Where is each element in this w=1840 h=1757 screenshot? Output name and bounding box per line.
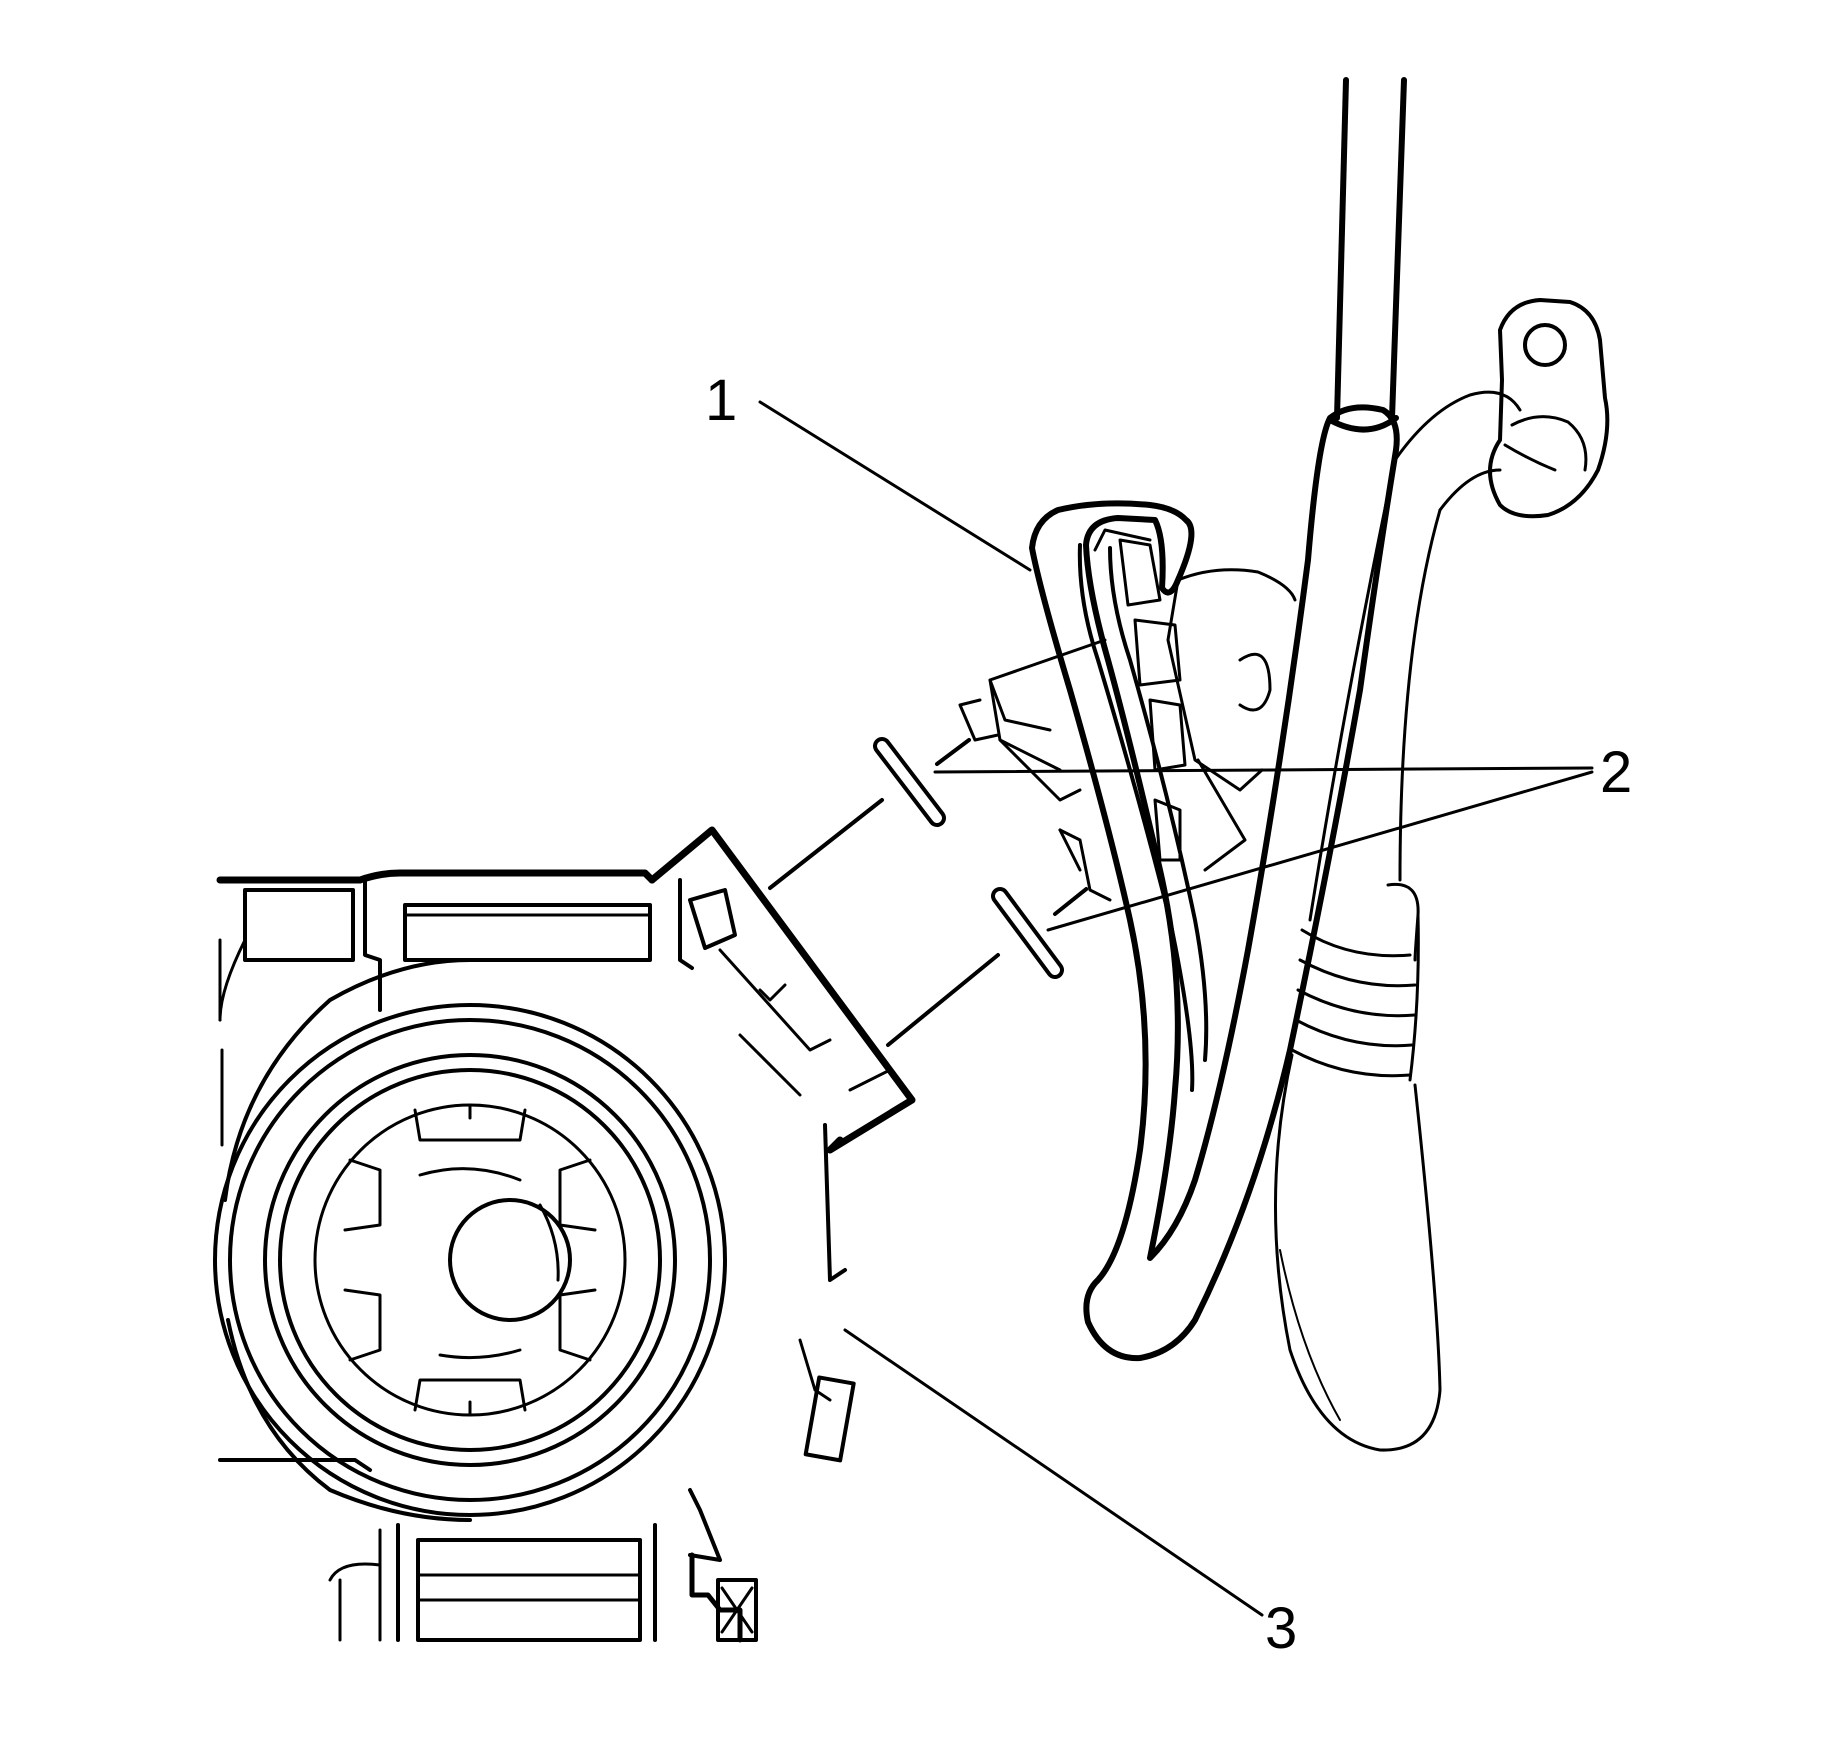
pipe-fitting-block	[958, 528, 1297, 902]
seal-rings-part-2	[873, 737, 1064, 979]
callout-3: 3	[1265, 1596, 1297, 1661]
compressor-part-3	[213, 826, 916, 1643]
alignment-lines	[768, 726, 1102, 1047]
vertical-pipe	[1327, 77, 1407, 433]
callout-2: 2	[1600, 740, 1632, 805]
leader-lines	[758, 400, 1594, 1617]
callout-1: 1	[705, 368, 737, 433]
mounting-bracket	[1488, 298, 1610, 519]
curved-pipe-part-1	[1029, 404, 1400, 1362]
corrugated-hose	[1274, 390, 1522, 1452]
